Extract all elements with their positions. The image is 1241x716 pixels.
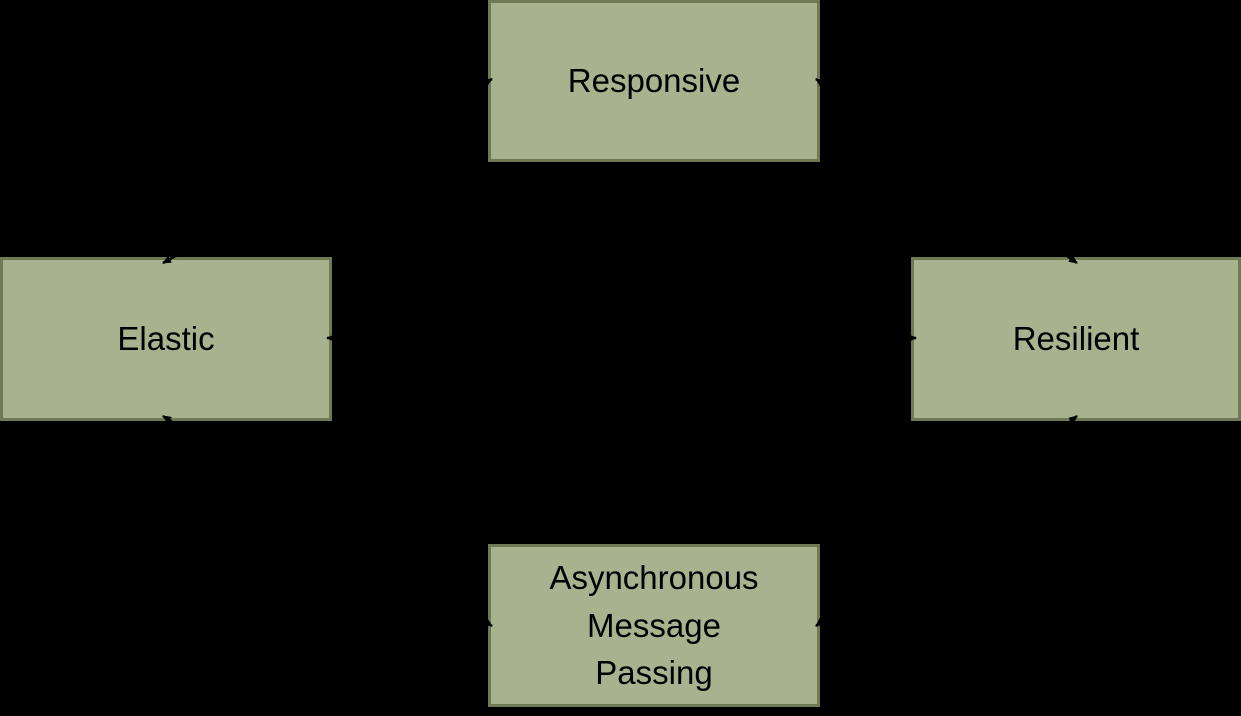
node-responsive-label: Responsive [567,62,741,100]
node-resilient-label: Resilient [1012,320,1140,358]
edge-resilient-to-responsive [815,77,1078,265]
node-async-message-passing-label: Asynchronous Message Passing [549,558,759,692]
edge-elastic-to-responsive [162,77,493,265]
node-async-message-passing: Asynchronous Message Passing [488,544,820,707]
node-elastic: Elastic [0,257,332,421]
node-responsive: Responsive [488,0,820,162]
node-resilient: Resilient [911,257,1241,421]
edge-resilient-to-async-message-passing [815,415,1078,627]
node-elastic-label: Elastic [117,320,215,358]
edge-elastic-to-async-message-passing [162,414,493,628]
